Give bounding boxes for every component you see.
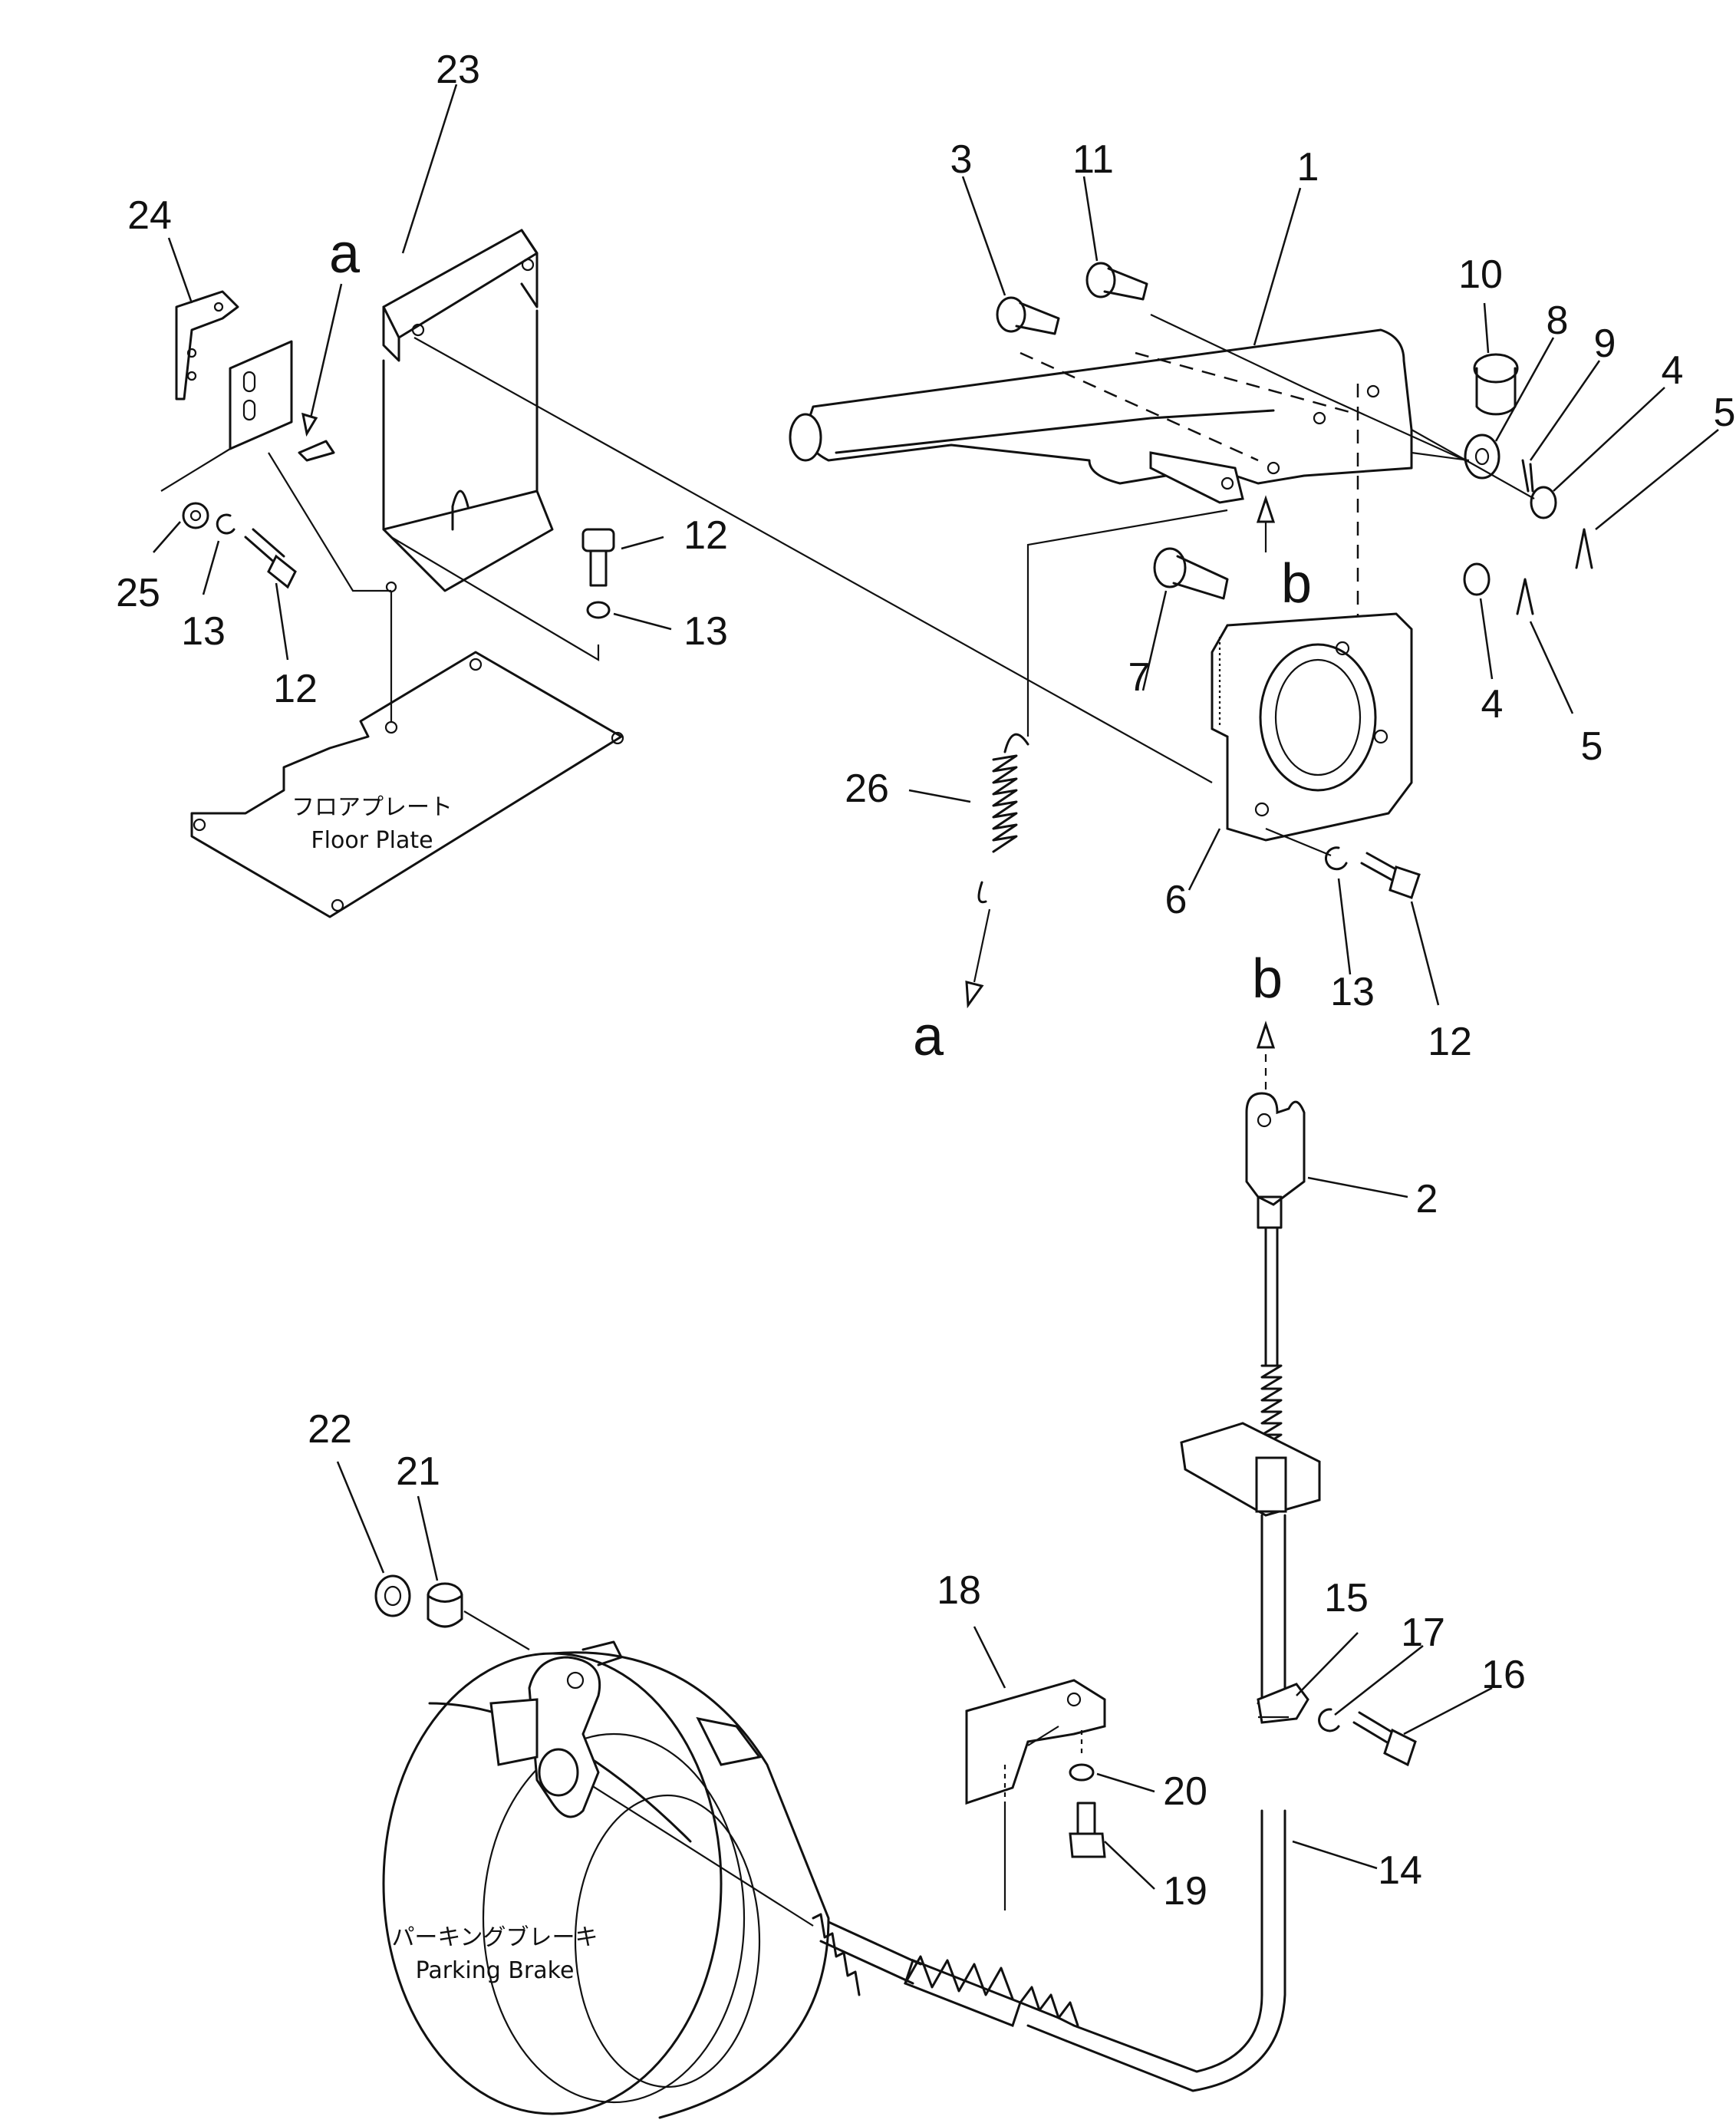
callout-12-left: 12	[273, 667, 318, 711]
callout-25: 25	[116, 571, 160, 615]
callout-12-right: 12	[1428, 1020, 1472, 1064]
cotter-pin-5-lower	[1516, 578, 1534, 615]
washer-25	[182, 502, 209, 529]
callout-4-lower: 4	[1481, 682, 1504, 727]
callout-11: 11	[1072, 137, 1114, 182]
callout-23: 23	[436, 48, 480, 92]
callout-19: 19	[1163, 1869, 1207, 1914]
ratchet-plate-6	[1211, 612, 1413, 842]
pin-3	[996, 296, 1060, 335]
callout-13-right: 13	[1330, 970, 1375, 1014]
callout-2: 2	[1416, 1177, 1438, 1221]
washer-8	[1464, 434, 1500, 480]
callout-26: 26	[845, 766, 889, 811]
washer-4-upper	[1530, 486, 1557, 519]
nut-22	[374, 1574, 411, 1617]
parking-brake-caption-en: Parking Brake	[416, 1957, 575, 1984]
bolt-19	[1069, 1802, 1106, 1858]
callout-7: 7	[1128, 655, 1151, 700]
cotter-pin-5-upper	[1575, 528, 1593, 569]
tension-spring-26	[965, 733, 1029, 1009]
arrow-b-mid	[1256, 495, 1276, 552]
callout-5-lower: 5	[1581, 724, 1603, 769]
bracket-23	[382, 229, 554, 593]
arrow-b-low	[1256, 1020, 1276, 1090]
callout-5-upper: 5	[1714, 391, 1736, 435]
callout-21: 21	[396, 1449, 440, 1494]
pin-7	[1153, 547, 1229, 600]
clevis-2	[1245, 1092, 1306, 1229]
cable-14	[582, 1226, 1321, 2092]
lock-washer-20	[1069, 1763, 1095, 1782]
marker-b-mid: b	[1281, 553, 1312, 615]
bolt-16	[1352, 1711, 1417, 1767]
floor-plate	[190, 651, 624, 918]
cotter-pin-9	[1521, 459, 1534, 493]
washer-4-lower	[1463, 562, 1491, 596]
lock-washer-17	[1318, 1708, 1340, 1732]
bolt-12-center	[581, 528, 615, 587]
bracket-18	[965, 1679, 1106, 1910]
callout-17: 17	[1401, 1610, 1445, 1655]
callout-8: 8	[1547, 298, 1569, 343]
callout-6: 6	[1165, 878, 1188, 922]
callout-12-center: 12	[684, 513, 728, 558]
slotted-plate	[229, 340, 293, 450]
cable-clip-15	[1257, 1683, 1309, 1724]
callout-3: 3	[950, 137, 973, 182]
callout-13-center: 13	[684, 609, 728, 654]
callout-18: 18	[937, 1568, 981, 1613]
floor-plate-caption-en: Floor Plate	[311, 827, 433, 854]
bushing-10	[1473, 353, 1519, 416]
bolt-12-left	[244, 528, 297, 589]
callout-15: 15	[1324, 1576, 1369, 1620]
spring-anchor-clip	[298, 440, 335, 462]
floor-plate-caption-jp: フロアプレート	[292, 794, 453, 821]
leader-lines	[153, 84, 1719, 1890]
marker-a-top: a	[329, 223, 361, 285]
callout-20: 20	[1163, 1769, 1207, 1814]
callout-4-upper: 4	[1662, 348, 1684, 393]
callout-24: 24	[127, 193, 172, 238]
parking-brake-caption-jp: パーキングブレーキ	[391, 1924, 598, 1951]
callout-14: 14	[1378, 1848, 1422, 1893]
marker-a-bottom: a	[913, 1006, 944, 1067]
brake-lever-1	[789, 328, 1413, 675]
bolt-12-right	[1360, 852, 1421, 899]
lock-washer-13-center	[586, 601, 611, 619]
callout-1: 1	[1297, 145, 1319, 190]
collar-21	[427, 1582, 463, 1628]
callout-22: 22	[308, 1407, 352, 1452]
callout-13-left: 13	[181, 609, 226, 654]
parking-brake-drum	[382, 1640, 830, 2119]
lock-washer-13-left	[216, 513, 236, 535]
marker-b-low: b	[1252, 948, 1283, 1010]
callout-9: 9	[1594, 321, 1616, 366]
lock-washer-13-right	[1324, 846, 1348, 871]
callout-16: 16	[1481, 1653, 1526, 1697]
pin-11	[1085, 262, 1148, 301]
bracket-24	[175, 290, 239, 401]
callout-10: 10	[1458, 252, 1503, 297]
